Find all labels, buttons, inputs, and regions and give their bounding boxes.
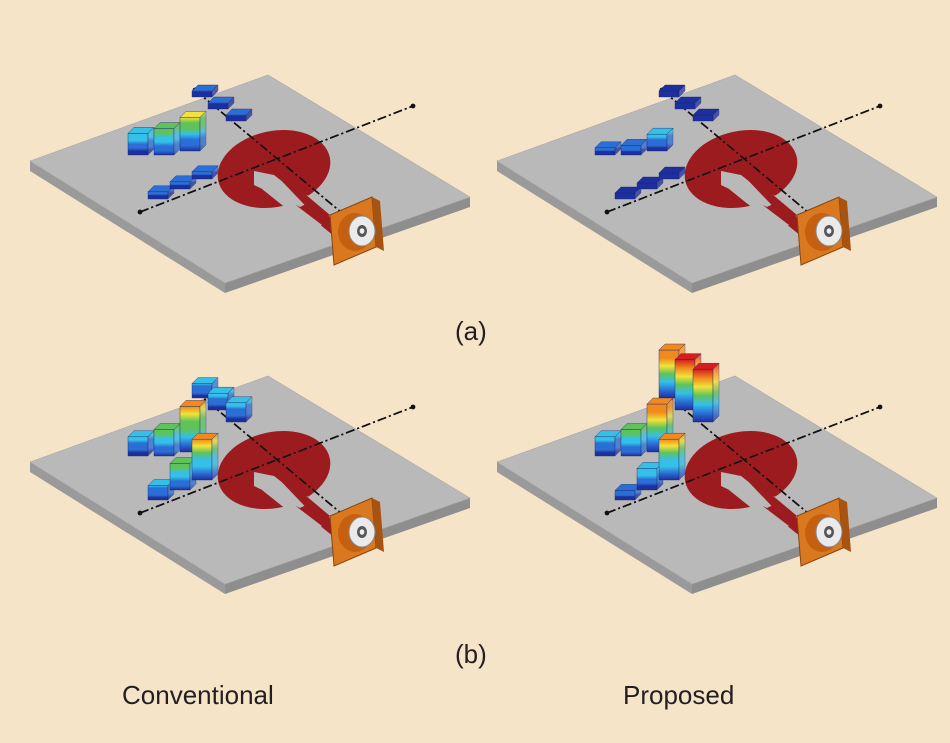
array-element-bar: [646, 127, 674, 152]
axis-line: [606, 105, 881, 213]
microstrip-feed: [741, 173, 797, 221]
axis-line: [661, 390, 816, 520]
feed-gap: [729, 488, 789, 530]
array-element-bar: [191, 432, 219, 481]
array-element-bar: [225, 108, 253, 122]
axis-line: [139, 406, 414, 514]
panel-b-conventional: [29, 375, 471, 594]
array-element-bar: [179, 110, 207, 152]
array-element-bar: [658, 84, 686, 98]
axis-line: [661, 89, 816, 219]
column-label-proposed: Proposed: [623, 680, 735, 710]
array-element-bar: [658, 343, 686, 399]
axis-line: [139, 105, 414, 213]
panel-b-proposed: [496, 343, 938, 594]
microstrip-feed: [274, 474, 330, 522]
feed-gap: [729, 187, 789, 229]
axis-line: [194, 89, 349, 219]
array-element-bar: [692, 108, 720, 122]
array-element-bar: [636, 176, 664, 190]
row-b-label: (b): [455, 639, 487, 669]
coaxial-connector: [796, 196, 851, 266]
array-element-bar: [658, 432, 686, 481]
array-element-bar: [191, 165, 219, 180]
coaxial-connector: [329, 497, 384, 567]
coaxial-connector: [329, 196, 384, 266]
array-element-bar: [658, 166, 686, 180]
array-element-bar: [147, 479, 175, 501]
array-element-bar: [594, 430, 622, 457]
microstrip-feed: [274, 173, 330, 221]
axis-line: [606, 406, 881, 514]
array-element-bar: [191, 84, 219, 98]
ground-plane-side: [30, 161, 225, 293]
axis-line: [194, 390, 349, 520]
array-element-bar: [127, 430, 155, 457]
ground-plane-side: [30, 462, 225, 594]
panel-a-proposed: [496, 74, 938, 293]
array-element-bar: [225, 396, 253, 423]
array-element-bar: [692, 362, 720, 423]
array-element-bar: [620, 423, 648, 457]
ground-plane-side: [497, 462, 692, 594]
feed-gap: [262, 488, 322, 530]
array-element-bar: [153, 122, 181, 156]
panel-a-conventional: [29, 74, 471, 293]
array-element-bar: [674, 96, 702, 110]
array-element-bar: [153, 423, 181, 457]
row-a-label: (a): [455, 316, 487, 346]
array-element-bar: [207, 96, 235, 110]
array-element-bar: [127, 126, 155, 156]
microstrip-feed: [741, 474, 797, 522]
coaxial-connector: [796, 497, 851, 567]
array-element-bar: [594, 141, 622, 156]
ground-plane-side: [497, 161, 692, 293]
column-label-conventional: Conventional: [122, 680, 274, 710]
array-element-bar: [620, 138, 648, 156]
feed-gap: [262, 187, 322, 229]
